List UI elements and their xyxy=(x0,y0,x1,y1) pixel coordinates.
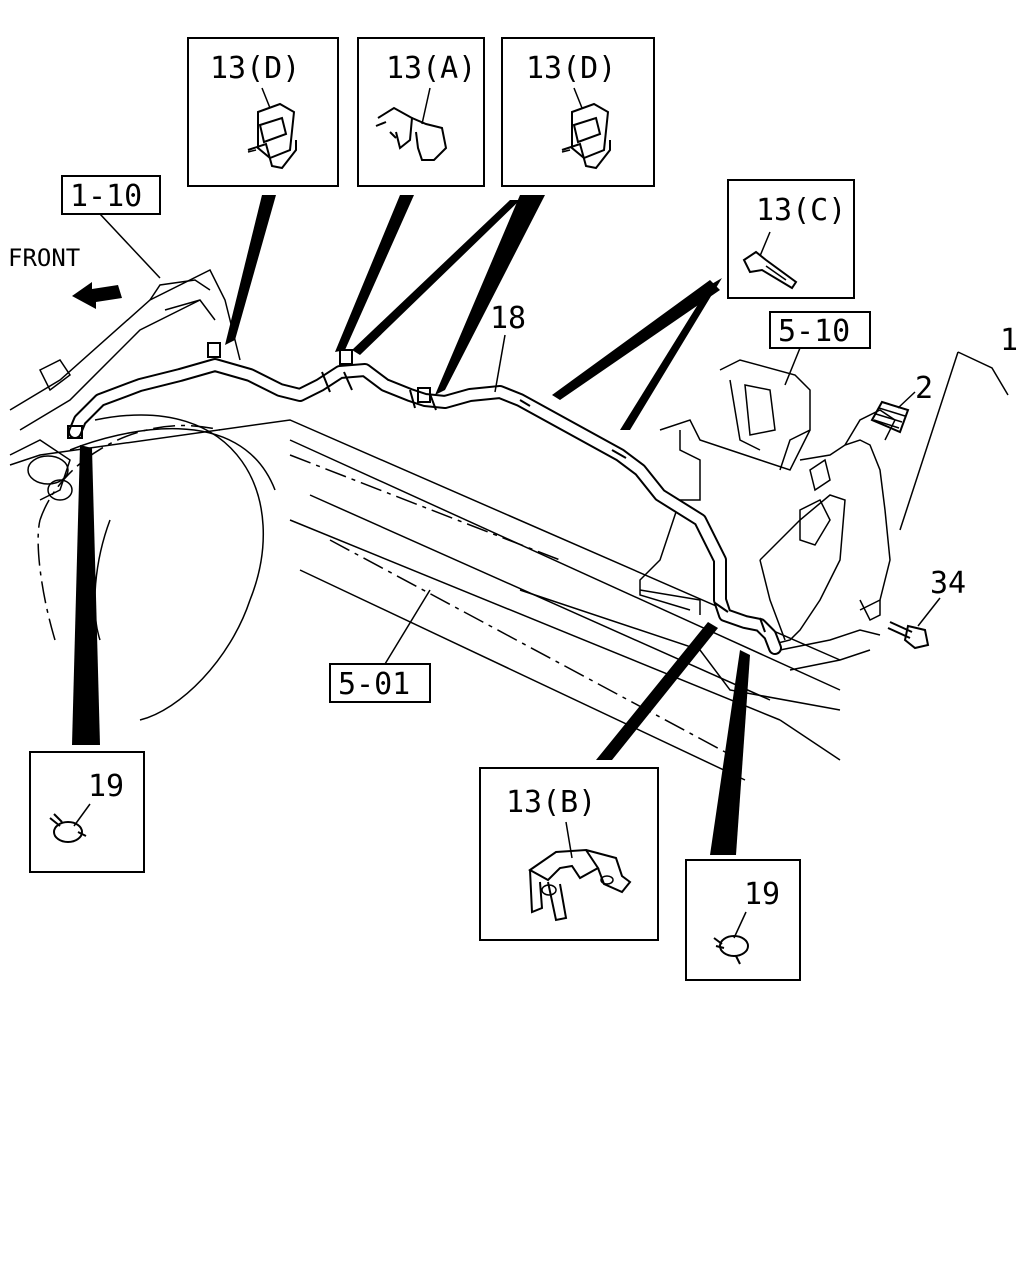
clip-a-label: 13(A) xyxy=(386,51,476,86)
leader-wedges xyxy=(72,195,750,855)
clip-d-icon xyxy=(247,87,297,170)
part-2-label: 2 xyxy=(915,371,933,406)
tank-cap xyxy=(870,400,910,434)
washer-hose xyxy=(67,342,782,655)
clamp-19-left-label: 19 xyxy=(88,769,124,804)
clip-d-right-label: 13(D) xyxy=(526,51,616,86)
callout-clip-d-left: 13(D) xyxy=(187,37,339,187)
ref-5-10: 5-10 xyxy=(769,311,871,386)
front-label: FRONT xyxy=(8,244,80,272)
callout-clip-d-right: 13(D) xyxy=(501,37,655,187)
ref-5-10-label: 5-10 xyxy=(778,314,850,349)
mounting-bolt xyxy=(887,621,930,650)
clip-c-icon xyxy=(742,231,798,290)
front-arrow-icon xyxy=(72,282,122,309)
ref-5-01-label: 5-01 xyxy=(338,667,410,702)
clip-b-label: 13(B) xyxy=(506,785,596,820)
ref-1-10: 1-10 xyxy=(61,175,161,279)
hose-clamp-icon xyxy=(49,803,91,843)
front-indicator: FRONT xyxy=(8,244,122,309)
part-18-label: 18 xyxy=(490,301,526,336)
hose-clamp-icon-right xyxy=(713,911,749,965)
callout-clip-c: 13(C) xyxy=(727,179,855,299)
part-34-label: 34 xyxy=(930,566,966,601)
clip-d-icon-right xyxy=(561,87,611,170)
callout-clip-a: 13(A) xyxy=(357,37,485,187)
callout-clamp-19-left: 19 xyxy=(29,751,145,873)
chassis-frame xyxy=(9,419,841,781)
callout-clamp-19-right: 19 xyxy=(685,859,801,981)
clip-a-icon xyxy=(375,87,448,161)
clamp-19-right-label: 19 xyxy=(744,877,780,912)
clip-c-label: 13(C) xyxy=(756,193,846,228)
ref-1-10-label: 1-10 xyxy=(70,179,142,214)
clip-b-icon xyxy=(528,821,632,922)
clip-d-left-label: 13(D) xyxy=(210,51,300,86)
ref-5-01: 5-01 xyxy=(329,589,431,703)
callout-clip-b: 13(B) xyxy=(479,767,659,941)
part-1-label: 1 xyxy=(1000,323,1018,358)
washer-tank xyxy=(639,359,896,671)
part-labels: 1 2 18 34 xyxy=(490,301,1018,627)
